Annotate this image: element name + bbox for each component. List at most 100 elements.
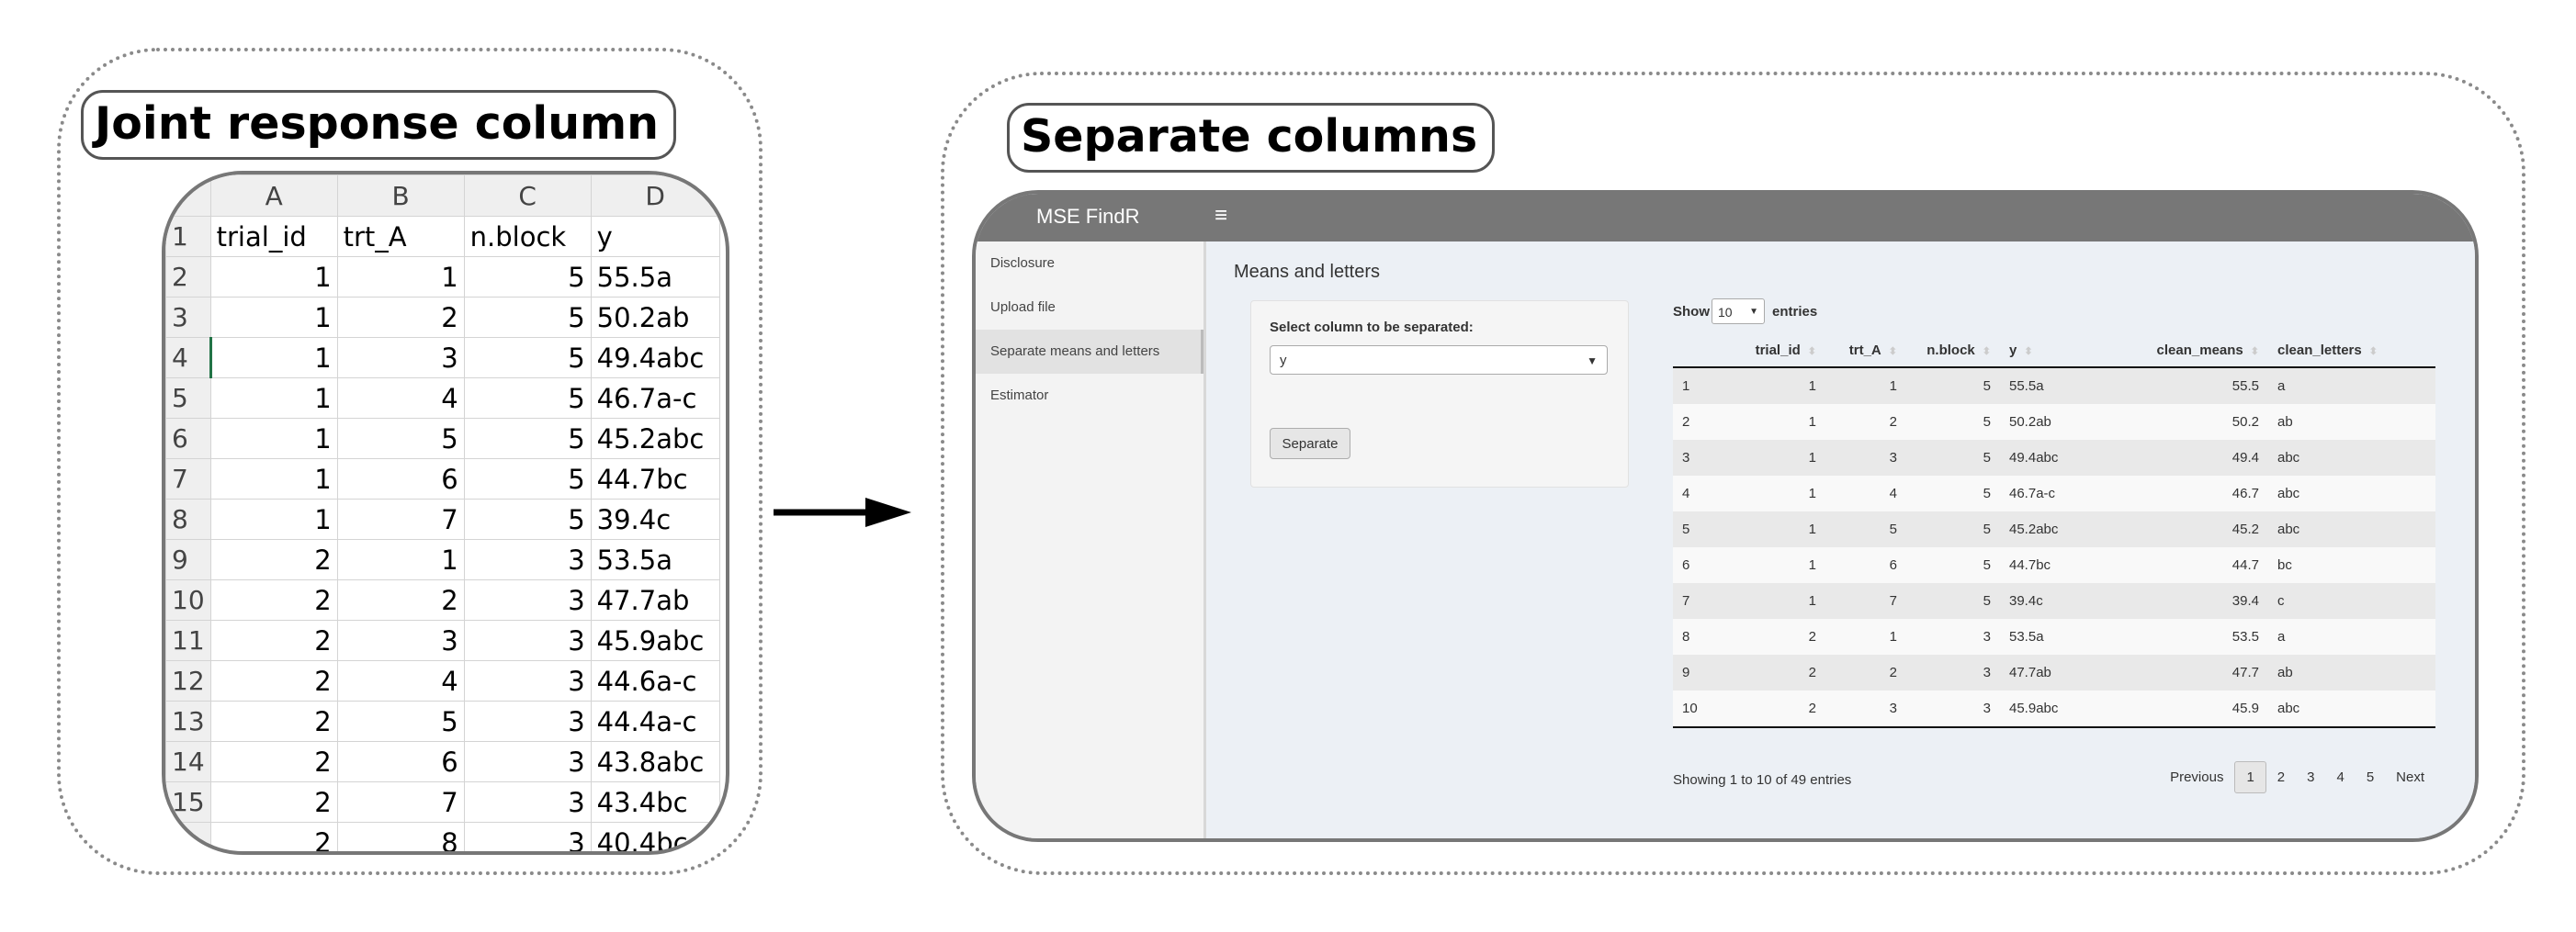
sheet-cell[interactable]: 1 bbox=[209, 297, 338, 338]
sheet-cell[interactable]: y bbox=[590, 216, 720, 257]
column-header-index[interactable] bbox=[1673, 333, 1735, 368]
column-header-y[interactable]: y⬍ bbox=[2000, 333, 2138, 368]
sheet-cell[interactable]: 44.4a-c bbox=[590, 701, 720, 742]
sort-icon[interactable]: ⬍ bbox=[2024, 345, 2033, 357]
sheet-cell[interactable]: 43.8abc bbox=[590, 741, 720, 782]
sidebar-item-disclosure[interactable]: Disclosure bbox=[990, 255, 1056, 271]
sheet-cell[interactable]: 47.7ab bbox=[590, 579, 720, 621]
pagination-next[interactable]: Next bbox=[2396, 769, 2424, 785]
sheet-cell[interactable]: 4 bbox=[336, 377, 465, 419]
sheet-cell[interactable]: 50.2ab bbox=[590, 297, 720, 338]
row-header[interactable]: 13 bbox=[165, 701, 211, 742]
entries-length-select[interactable]: 10 ▼ bbox=[1712, 298, 1765, 324]
column-header-trt_A[interactable]: trt_A⬍ bbox=[1825, 333, 1906, 368]
row-header[interactable]: 2 bbox=[165, 256, 211, 298]
sheet-cell[interactable]: 45.2abc bbox=[590, 418, 720, 459]
pagination-page[interactable]: 4 bbox=[2336, 769, 2344, 785]
row-header[interactable]: 1 bbox=[165, 216, 211, 257]
sheet-cell[interactable]: 7 bbox=[336, 499, 465, 540]
row-header[interactable]: 10 bbox=[165, 579, 211, 621]
sheet-cell[interactable]: 2 bbox=[209, 579, 338, 621]
pagination-page[interactable]: 3 bbox=[2307, 769, 2315, 785]
sheet-cell[interactable]: 3 bbox=[463, 620, 592, 661]
sheet-cell[interactable]: 2 bbox=[209, 741, 338, 782]
separate-button[interactable]: Separate bbox=[1270, 428, 1350, 459]
sheet-cell[interactable]: 3 bbox=[463, 781, 592, 823]
sheet-cell[interactable]: 1 bbox=[209, 418, 338, 459]
sheet-cell[interactable]: 2 bbox=[209, 539, 338, 580]
row-header[interactable]: 12 bbox=[165, 660, 211, 702]
sheet-cell[interactable]: 1 bbox=[336, 256, 465, 298]
hamburger-menu-icon[interactable]: ≡ bbox=[1215, 203, 1228, 228]
row-header[interactable]: 14 bbox=[165, 741, 211, 782]
sheet-cell[interactable]: 3 bbox=[463, 660, 592, 702]
column-header-trial_id[interactable]: trial_id⬍ bbox=[1735, 333, 1825, 368]
sheet-cell[interactable]: 49.4abc bbox=[590, 337, 720, 378]
sheet-cell[interactable]: 44.7bc bbox=[590, 458, 720, 500]
row-header[interactable]: 5 bbox=[165, 377, 211, 419]
sheet-cell[interactable]: 3 bbox=[336, 620, 465, 661]
sheet-cell[interactable]: n.block bbox=[463, 216, 592, 257]
sheet-cell[interactable]: 55.5a bbox=[590, 256, 720, 298]
sheet-cell[interactable]: 3 bbox=[463, 701, 592, 742]
sort-icon[interactable]: ⬍ bbox=[1982, 345, 1991, 357]
sheet-cell[interactable]: 1 bbox=[209, 499, 338, 540]
sheet-cell[interactable]: 7 bbox=[336, 781, 465, 823]
sheet-cell[interactable]: 6 bbox=[336, 458, 465, 500]
sheet-cell[interactable]: 5 bbox=[463, 377, 592, 419]
sheet-cell[interactable]: 2 bbox=[336, 297, 465, 338]
sheet-cell[interactable]: 5 bbox=[463, 256, 592, 298]
sidebar-item-estimator[interactable]: Estimator bbox=[990, 387, 1049, 403]
sheet-cell[interactable]: 2 bbox=[209, 781, 338, 823]
sheet-cell[interactable]: 2 bbox=[209, 701, 338, 742]
row-header[interactable]: 6 bbox=[165, 418, 211, 459]
sheet-cell[interactable]: 1 bbox=[209, 458, 338, 500]
sidebar-item-separate-means[interactable]: Separate means and letters bbox=[976, 330, 1203, 374]
sheet-cell[interactable]: 3 bbox=[336, 337, 465, 378]
sheet-cell[interactable]: 5 bbox=[463, 458, 592, 500]
sidebar-item-upload-file[interactable]: Upload file bbox=[990, 299, 1056, 315]
pagination-previous[interactable]: Previous bbox=[2170, 769, 2224, 785]
sort-icon[interactable]: ⬍ bbox=[1888, 345, 1897, 357]
sheet-cell[interactable]: 1 bbox=[336, 539, 465, 580]
sort-icon[interactable]: ⬍ bbox=[1807, 345, 1816, 357]
column-header-clean_letters[interactable]: clean_letters⬍ bbox=[2268, 333, 2435, 368]
sheet-cell[interactable]: 43.4bc bbox=[590, 781, 720, 823]
row-header[interactable]: 3 bbox=[165, 297, 211, 338]
row-header[interactable]: 9 bbox=[165, 539, 211, 580]
sheet-cell[interactable]: 53.5a bbox=[590, 539, 720, 580]
sheet-cell[interactable]: 3 bbox=[463, 741, 592, 782]
sheet-cell[interactable]: 1 bbox=[209, 377, 338, 419]
sheet-cell[interactable]: 5 bbox=[463, 337, 592, 378]
pagination-page[interactable]: 5 bbox=[2366, 769, 2375, 785]
sheet-cell[interactable]: 44.6a-c bbox=[590, 660, 720, 702]
sheet-cell[interactable]: 39.4c bbox=[590, 499, 720, 540]
column-header-clean_means[interactable]: clean_means⬍ bbox=[2138, 333, 2268, 368]
sheet-cell[interactable]: 3 bbox=[463, 579, 592, 621]
row-header[interactable]: 11 bbox=[165, 620, 211, 661]
column-header[interactable]: A bbox=[209, 174, 338, 217]
sheet-cell[interactable]: 1 bbox=[209, 337, 338, 378]
sheet-cell[interactable]: 1 bbox=[209, 256, 338, 298]
sheet-cell[interactable]: 5 bbox=[463, 499, 592, 540]
column-header[interactable]: C bbox=[463, 174, 592, 217]
column-select[interactable]: y ▼ bbox=[1270, 345, 1608, 375]
row-header[interactable]: 4 bbox=[165, 337, 211, 378]
pagination-page[interactable]: 1 bbox=[2234, 761, 2266, 793]
sheet-cell[interactable]: 5 bbox=[463, 297, 592, 338]
row-header[interactable]: 8 bbox=[165, 499, 211, 540]
sheet-cell[interactable]: 4 bbox=[336, 660, 465, 702]
sheet-cell[interactable]: trial_id bbox=[209, 216, 338, 257]
sheet-cell[interactable]: 3 bbox=[463, 539, 592, 580]
sheet-cell[interactable]: 2 bbox=[336, 579, 465, 621]
row-header[interactable]: 7 bbox=[165, 458, 211, 500]
sort-icon[interactable]: ⬍ bbox=[2368, 345, 2378, 357]
sheet-cell[interactable]: 3 bbox=[463, 822, 592, 851]
sheet-cell[interactable]: 45.9abc bbox=[590, 620, 720, 661]
